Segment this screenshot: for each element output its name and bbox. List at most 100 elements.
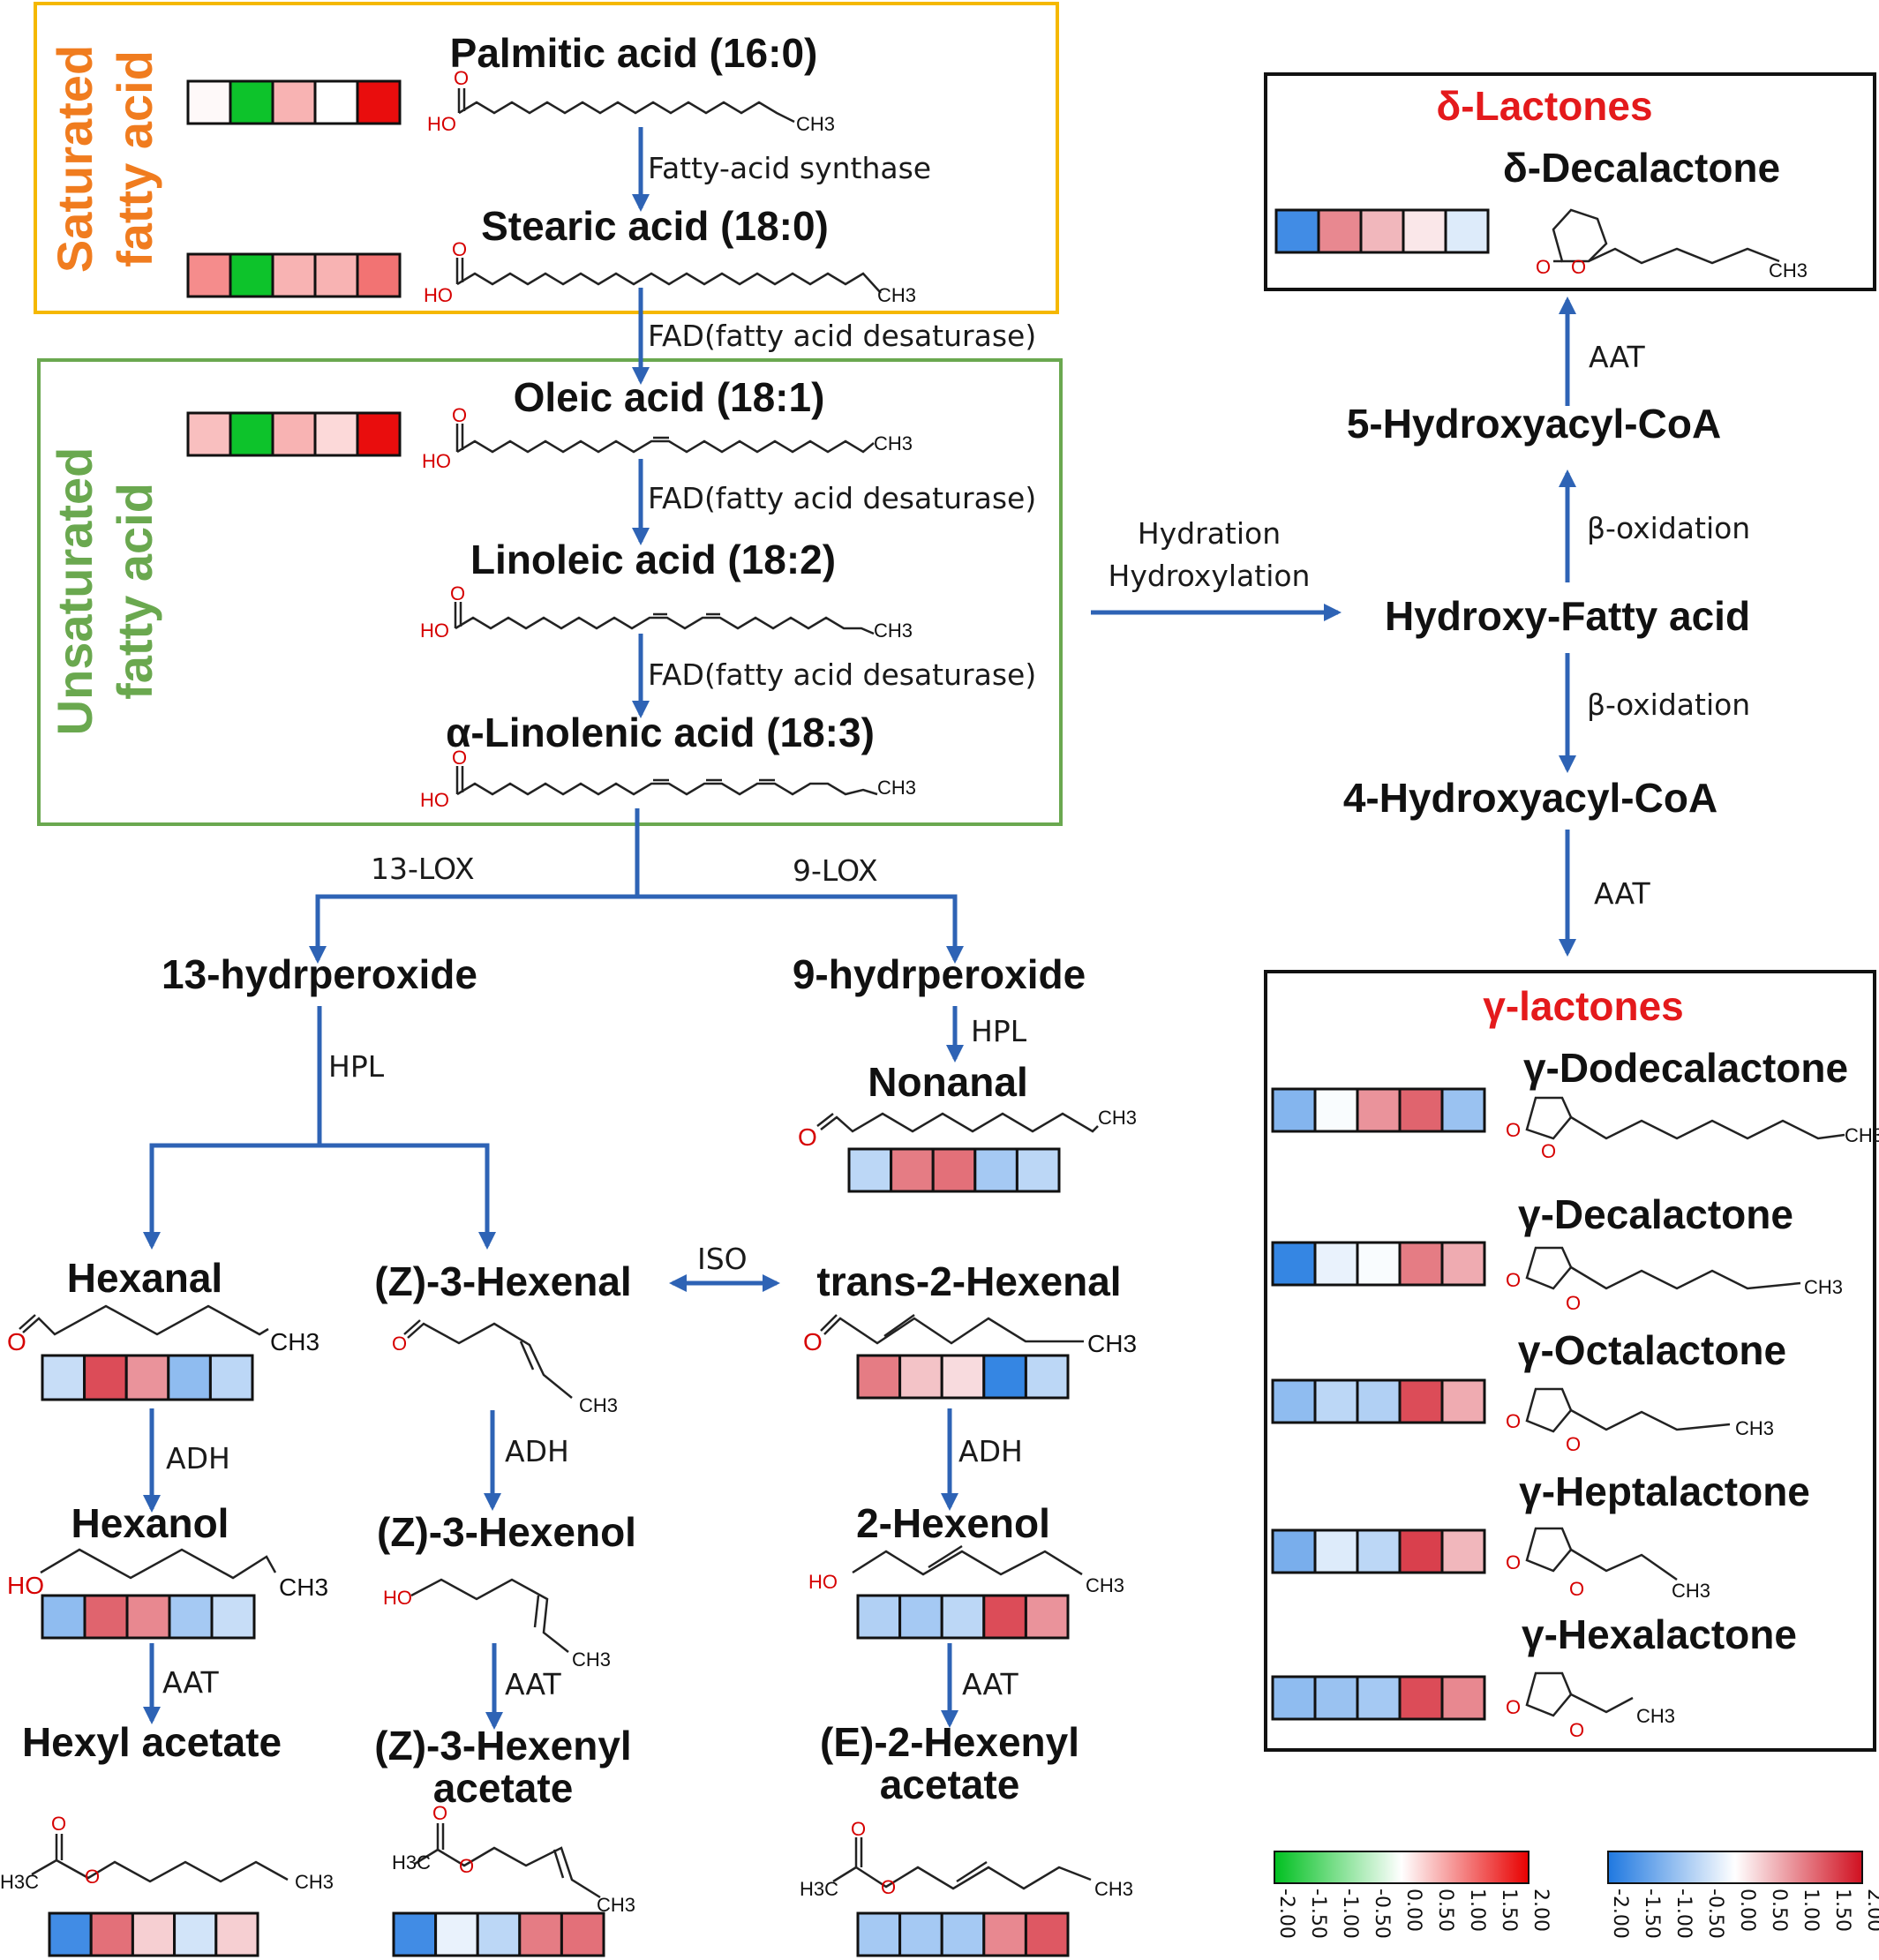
z3-hexenol-structure: HO CH3 [383,1578,611,1671]
heatmap-cell [1440,1087,1486,1133]
heatmap-cell [168,1594,214,1640]
palmitic-acid-structure: O HO CH3 [427,67,835,135]
palmitic-acid-heatmap [186,79,402,125]
enzyme-iso: ISO [697,1242,748,1276]
z3-hexenal-o: O [392,1333,407,1355]
gamma-dodecalactone-structure: O O CH3 [1506,1096,1879,1162]
2-hexenol-ho: HO [808,1571,838,1593]
heatmap-cell [890,1147,935,1193]
heatmap-cell [898,1354,943,1400]
delta-decalactone-o1: O [1536,256,1551,278]
heatmap-cell [229,252,274,298]
nonanal-structure: O CH3 [798,1107,1137,1151]
heatmap-cell [208,1354,254,1401]
hexyl-acetate-label: Hexyl acetate [22,1719,282,1765]
legend-tick-label: 2.00 [1863,1889,1879,1932]
heatmap-cell [518,1911,563,1957]
arrow-13-lox [309,808,640,964]
gamma-decalactone-heatmap [1271,1241,1486,1287]
2-hexenol-ch3: CH3 [1086,1574,1124,1596]
heatmap-cell [356,79,402,125]
arrow-hpl-z3hexenal [319,1143,496,1250]
hexyl-acetate-o2: O [85,1866,100,1888]
z3-hexenal-structure: O CH3 [392,1319,618,1416]
nonanal-o: O [798,1123,817,1151]
5-hydroxyacyl-coa-label: 5-Hydroxyacyl-CoA [1347,401,1721,447]
enzyme-aat-2: AAT [505,1667,562,1701]
gamma-heptalactone-o2: O [1569,1578,1584,1600]
nonanal-heatmap [847,1147,1061,1193]
gamma-octalactone-ch3: CH3 [1735,1417,1774,1439]
legend-tick-label: -1.50 [1307,1889,1329,1939]
heatmap-cell [1356,1528,1402,1574]
heatmap-cell [982,1354,1027,1400]
heatmap-cell [214,1911,259,1957]
z3-hexenyl-acetate-h3c: H3C [392,1851,431,1874]
linoleic-acid-label: Linoleic acid (18:2) [470,537,836,582]
delta-decalactone-label: δ-Decalactone [1503,145,1780,191]
heatmap-cell [131,1911,177,1957]
heatmap-cell [48,1911,93,1957]
heatmap-cell [186,411,232,457]
e2-hexenyl-acetate-structure: O O H3C CH3 [800,1818,1133,1900]
gamma-dodecalactone-o2: O [1541,1140,1556,1162]
enzyme-beta-ox-2: β-oxidation [1587,687,1750,722]
enzyme-beta-ox-1: β-oxidation [1587,511,1750,545]
hexanol-label: Hexanol [71,1500,229,1546]
trans-2-hexenal-ch3: CH3 [1087,1330,1137,1357]
delta-decalactone-o2: O [1571,256,1586,278]
heatmap-cell [1271,1087,1317,1133]
heatmap-cell [1015,1147,1061,1193]
13-hydroperoxide-label: 13-hydrperoxide [162,951,477,997]
gamma-hexalactone-o1: O [1506,1696,1521,1718]
linolenic-acid-label: α-Linolenic acid (18:3) [446,710,875,755]
linoleic-ho: HO [420,620,449,642]
palmitic-ho: HO [427,113,456,135]
legend-tick-label: -0.50 [1704,1889,1726,1939]
heatmap-cell [1271,1378,1317,1424]
legend-tick-label: -1.00 [1339,1889,1361,1939]
heatmap-cell [1444,208,1490,254]
linolenic-ch3: CH3 [877,777,916,799]
e2-hexenyl-acetate-o2: O [881,1876,896,1898]
linolenic-o: O [452,747,467,769]
heatmap-cell [1313,1378,1359,1424]
enzyme-adh-1: ADH [166,1441,230,1476]
linolenic-ho: HO [420,789,449,811]
heatmap-cell [1274,208,1320,254]
heatmap-cell [1356,1241,1402,1287]
heatmap-cell [1398,1241,1444,1287]
heatmap-cell [1356,1087,1402,1133]
hexanal-o: O [7,1328,26,1355]
gamma-octalactone-label: γ-Octalactone [1518,1327,1786,1373]
z3-hexenol-label: (Z)-3-Hexenol [377,1509,636,1555]
heatmap-cell [167,1354,212,1401]
gamma-hexalactone-label: γ-Hexalactone [1522,1611,1797,1657]
delta-lactones-title: δ-Lactones [1436,83,1652,129]
enzyme-fad1: FAD(fatty acid desaturase) [648,319,1036,353]
heatmap-cell [1313,1675,1359,1721]
hexanal-heatmap [41,1354,254,1401]
palmitic-ch3: CH3 [796,113,835,135]
linoleic-o: O [450,582,465,605]
gamma-decalactone-ch3: CH3 [1804,1276,1843,1298]
heatmap-cell [186,79,232,125]
heatmap-cell [186,252,232,298]
2-hexenol-label: 2-Hexenol [856,1500,1050,1546]
heatmap-cell [1271,1528,1317,1574]
trans-2-hexenal-structure: O CH3 [803,1313,1137,1357]
gamma-octalactone-o2: O [1566,1433,1581,1455]
legend-tick-label: 1.00 [1800,1889,1822,1932]
hexyl-acetate-ch3: CH3 [295,1871,334,1893]
heatmap-cell [229,411,274,457]
gamma-heptalactone-label: γ-Heptalactone [1519,1468,1810,1514]
gamma-dodecalactone-ch3: CH3 [1845,1124,1879,1146]
hexanol-ho: HO [7,1572,44,1599]
e2-hexenyl-acetate-o1: O [851,1818,866,1840]
heatmap-cell [41,1594,86,1640]
unsaturated-label-2: fatty acid [107,483,162,700]
gamma-lactones-box [1264,970,1876,1752]
4-hydroxyacyl-coa-label: 4-Hydroxyacyl-CoA [1343,775,1717,821]
